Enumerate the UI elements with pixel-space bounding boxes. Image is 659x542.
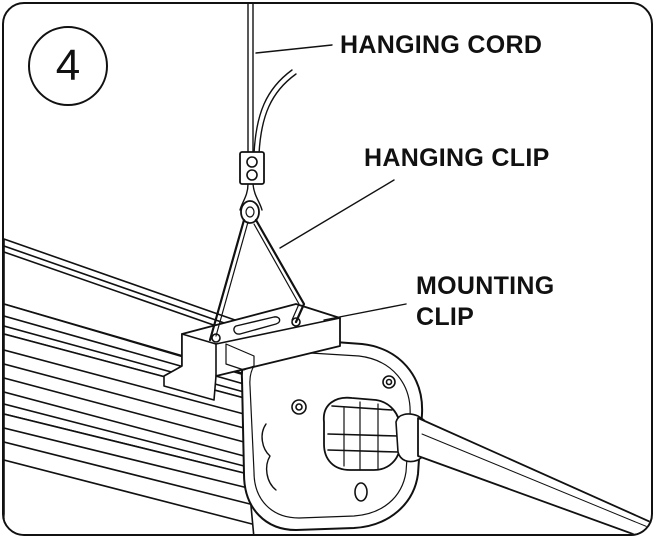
mounting-clip-part [163,303,341,401]
leader-lines [255,44,407,321]
mounting-clip-label-line1: MOUNTING [416,272,555,300]
step-number-badge: 4 [28,26,108,106]
mounting-clip-label: MOUNTING CLIP [416,271,555,333]
hanging-clip-part [208,200,306,342]
hanging-cord-part [239,4,297,211]
cable-gland [323,396,425,471]
hanging-clip-label: HANGING CLIP [364,144,550,172]
cord-ferrule [239,151,265,185]
fixture-housing [4,238,255,534]
hanging-cord-label: HANGING CORD [340,31,543,59]
mounting-clip-label-line2: CLIP [416,303,475,331]
diagram-frame: 4 HANGING CORD HANGING CLIP MOUNTING CLI… [2,2,653,536]
fixture-illustration [4,4,651,534]
power-cable [417,417,651,534]
